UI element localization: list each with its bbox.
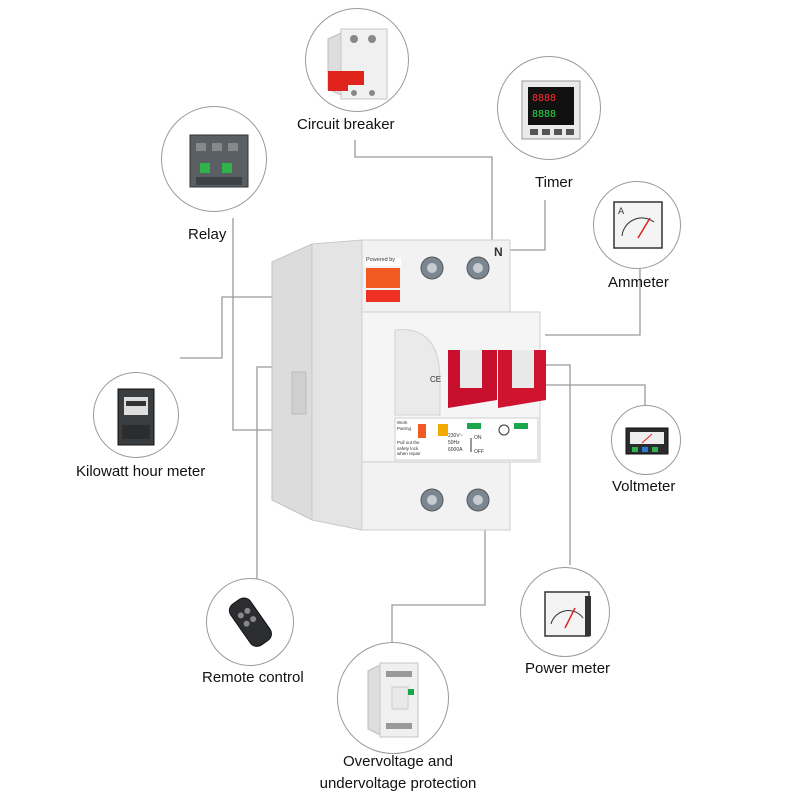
line-ovp (391, 500, 486, 645)
mode-line: Pairing (397, 426, 412, 431)
overvoltage-protection-circle (337, 642, 449, 754)
device-ce-mark: CE (430, 375, 442, 384)
power-meter-circle (520, 567, 610, 657)
circuit-breaker-label: Circuit breaker (297, 116, 395, 133)
relay-circle (161, 106, 267, 212)
overvoltage-label-line: Overvoltage and (342, 753, 454, 770)
svg-text:8888: 8888 (532, 109, 556, 120)
device-switch-on: ON (474, 435, 482, 441)
line-voltmeter (545, 384, 646, 405)
circuit-breaker-icon (327, 28, 388, 100)
timer-icon: 8888 8888 (521, 80, 581, 140)
voltmeter-icon (625, 427, 669, 455)
warning-line: when repair (397, 451, 421, 456)
kwh-meter-label: Kilowatt hour meter (76, 463, 206, 480)
circuit-breaker-circle (305, 8, 409, 112)
spec-line: 230V~ (448, 433, 463, 439)
overvoltage-label-line: undervoltage protection (319, 775, 477, 792)
spec-line: 6000A (448, 447, 463, 453)
line-kwh-meter (180, 296, 285, 359)
remote-control-icon (228, 597, 272, 647)
mode-line: Work (397, 420, 408, 425)
power-meter-icon (544, 591, 591, 637)
remote-control-label: Remote control (202, 669, 304, 686)
relay-label: Relay (188, 226, 227, 243)
svg-text:A: A (618, 207, 625, 217)
device-warning-text: Pull out the safety lock when repair (397, 440, 421, 457)
relay-icon (189, 134, 249, 188)
remote-control-circle (206, 578, 294, 666)
device-terminal-mark: N (494, 245, 503, 259)
power-meter-label: Power meter (525, 660, 611, 677)
warning-line: safety lock (397, 445, 419, 451)
svg-text:8888: 8888 (532, 93, 556, 104)
timer-label: Timer (535, 174, 573, 191)
ammeter-icon: A (613, 201, 663, 249)
timer-circle: 8888 8888 (497, 56, 601, 160)
line-power-meter (545, 364, 571, 565)
spec-line: 50Hz (448, 440, 460, 446)
warning-line: Pull out the (397, 440, 420, 445)
voltmeter-circle (611, 405, 681, 475)
overvoltage-protection-icon (367, 662, 419, 738)
kwh-meter-circle (93, 372, 179, 458)
device-mode-text: Work Pairing (397, 420, 411, 432)
overvoltage-protection-label: Overvoltage and undervoltage protection (320, 751, 477, 795)
device-spec-text: 230V~ 50Hz 6000A (448, 433, 463, 454)
ammeter-label: Ammeter (608, 274, 669, 291)
ammeter-circle: A (593, 181, 681, 269)
line-ammeter (545, 265, 641, 336)
device-brand-text: Powered by (366, 257, 396, 263)
line-circuit-breaker (354, 140, 493, 245)
voltmeter-label: Voltmeter (612, 478, 676, 495)
kwh-meter-icon (117, 388, 155, 446)
device-switch-off: OFF (474, 449, 484, 455)
